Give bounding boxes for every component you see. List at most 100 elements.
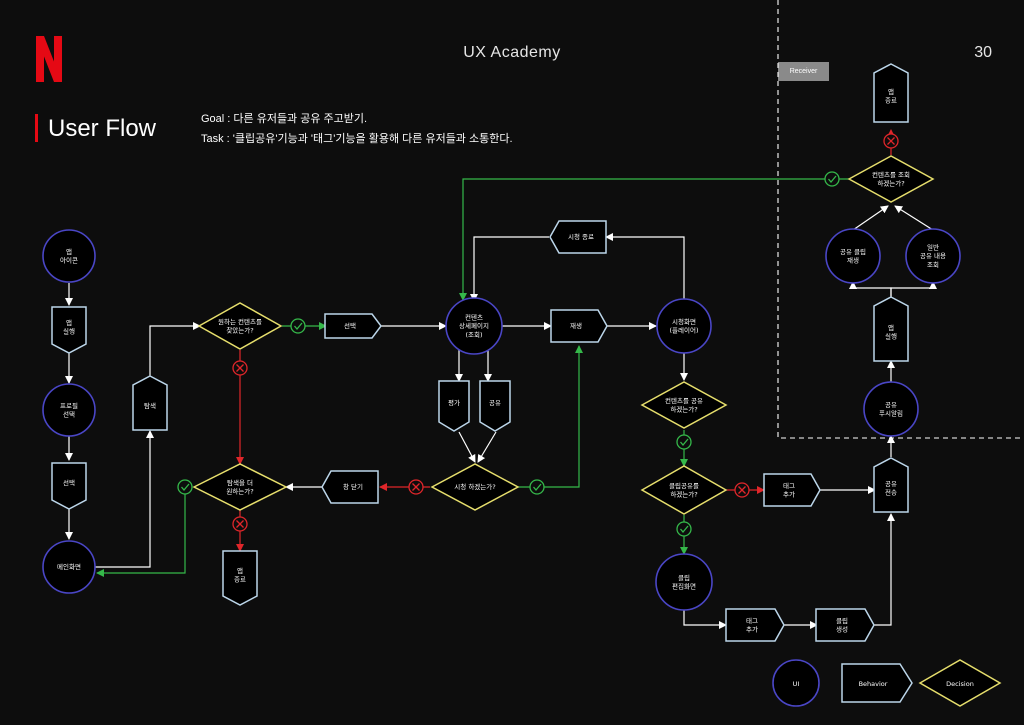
clip_share_q-label: 클립공유를 xyxy=(669,482,699,490)
receiver-boundary xyxy=(777,0,1024,439)
watch-screen-node: 시청화면(플레이어) xyxy=(656,298,712,354)
yes-check-icon xyxy=(290,318,306,334)
yes-check-icon xyxy=(824,171,840,187)
app_exit_left-label: 앱 xyxy=(237,567,243,575)
select_mid-label: 선택 xyxy=(344,321,356,330)
found_content-label: 찾았는가? xyxy=(226,326,253,335)
flow-connector xyxy=(894,205,934,231)
app-run-right-behavior: 앱실행 xyxy=(873,296,909,362)
app_exit_right-label: 종료 xyxy=(885,97,897,105)
main-screen-node: 메인화면 xyxy=(42,540,96,594)
no-cross-icon xyxy=(883,133,899,149)
flow-connector xyxy=(873,513,895,626)
app_icon-label: 아이콘 xyxy=(60,256,78,265)
select-left-behavior: 선택 xyxy=(51,462,87,510)
app_run_right-label: 실행 xyxy=(885,332,897,341)
explore-label: 탐색 xyxy=(144,401,156,410)
legend-behavior: Behavior xyxy=(841,663,913,703)
want_more-label: 탐색을 더 xyxy=(227,478,253,487)
receiver-tag: Receiver xyxy=(778,62,829,81)
watch_q-label: 시청 하겠는가? xyxy=(454,482,495,491)
app-run-left-behavior: 앱실행 xyxy=(51,306,87,354)
no-cross-icon xyxy=(408,479,424,495)
normal_view-label: 일반 xyxy=(927,242,939,251)
goal-text: Goal : 다른 유저들과 공유 주고받기. xyxy=(201,113,368,125)
found_content-label: 원하는 컨텐츠를 xyxy=(218,317,262,326)
app-exit-right-behavior: 앱종료 xyxy=(873,63,909,123)
watch-q-decision: 시청 하겠는가? xyxy=(430,463,520,511)
watch_screen-label: (플레이어) xyxy=(670,326,699,335)
course-title: UX Academy xyxy=(463,44,561,61)
yes-check-icon xyxy=(676,434,692,450)
section-accent-bar xyxy=(35,114,38,142)
profile_select-label: 선택 xyxy=(63,410,75,419)
flow-connector xyxy=(518,345,583,488)
app_icon-label: 앱 xyxy=(66,248,72,256)
want_more-label: 원하는가? xyxy=(226,487,253,496)
clip_create-label: 클립 xyxy=(836,617,848,625)
clip_edit-label: 클립 xyxy=(678,574,690,582)
legend-ui-label: UI xyxy=(793,680,800,688)
no-cross-icon xyxy=(734,482,750,498)
tag_add_right-label: 추가 xyxy=(783,490,795,499)
share_push-label: 공유 xyxy=(885,401,897,409)
yes-check-icon xyxy=(676,521,692,537)
flow-connector xyxy=(149,322,201,376)
content_detail-label: (조회) xyxy=(465,331,482,339)
legend-decision: Decision xyxy=(918,659,1002,707)
play-label: 재생 xyxy=(570,321,582,330)
share_send-label: 전송 xyxy=(885,488,897,497)
flow-connector xyxy=(849,281,892,297)
rate-behavior: 평가 xyxy=(438,380,470,432)
app_run_right-label: 앱 xyxy=(888,324,894,332)
app-exit-left-behavior: 앱종료 xyxy=(222,550,258,606)
yes-check-icon xyxy=(529,479,545,495)
share-label: 공유 xyxy=(489,399,501,407)
main_screen-label: 메인화면 xyxy=(57,562,81,571)
clip_share_q-label: 하겠는가? xyxy=(670,490,697,499)
tag_add_bottom-label: 추가 xyxy=(746,625,758,634)
share_content_q-label: 하겠는가? xyxy=(670,405,697,414)
close-window-behavior: 창 닫기 xyxy=(321,470,379,504)
watch_end-label: 시청 종료 xyxy=(568,233,594,241)
clip_edit-label: 편집화면 xyxy=(672,582,696,591)
clip_play-label: 공유 클립 xyxy=(840,248,866,256)
clip_create-label: 생성 xyxy=(836,625,848,634)
rate-label: 평가 xyxy=(448,398,460,407)
flow-connector xyxy=(458,431,476,463)
select-mid-behavior: 선택 xyxy=(324,313,382,339)
tag_add_right-label: 태그 xyxy=(783,482,795,490)
flow-connector xyxy=(605,233,685,299)
legend: UI Behavior Decision xyxy=(772,659,1002,707)
normal_view-label: 공유 내용 xyxy=(920,251,946,260)
content_detail-label: 컨텐츠 xyxy=(465,312,483,321)
legend-behavior-label: Behavior xyxy=(859,680,888,688)
app_run_left-label: 앱 xyxy=(66,319,72,327)
share_content_q-label: 컨텐츠를 공유 xyxy=(665,396,703,405)
close_window-label: 창 닫기 xyxy=(343,482,363,491)
netflix-logo xyxy=(36,36,62,82)
profile_select-label: 프로필 xyxy=(60,402,78,410)
view_content_q-label: 컨텐츠를 조회 xyxy=(872,170,910,179)
select_left-label: 선택 xyxy=(63,478,75,487)
share_send-label: 공유 xyxy=(885,480,897,488)
legend-ui: UI xyxy=(772,659,820,707)
no-cross-icon xyxy=(232,360,248,376)
task-text: Task : '클립공유'기능과 '태그'기능을 활용해 다른 유저들과 소통한… xyxy=(201,133,513,145)
app_exit_left-label: 종료 xyxy=(234,576,246,584)
share_push-label: 푸시알림 xyxy=(879,409,903,418)
